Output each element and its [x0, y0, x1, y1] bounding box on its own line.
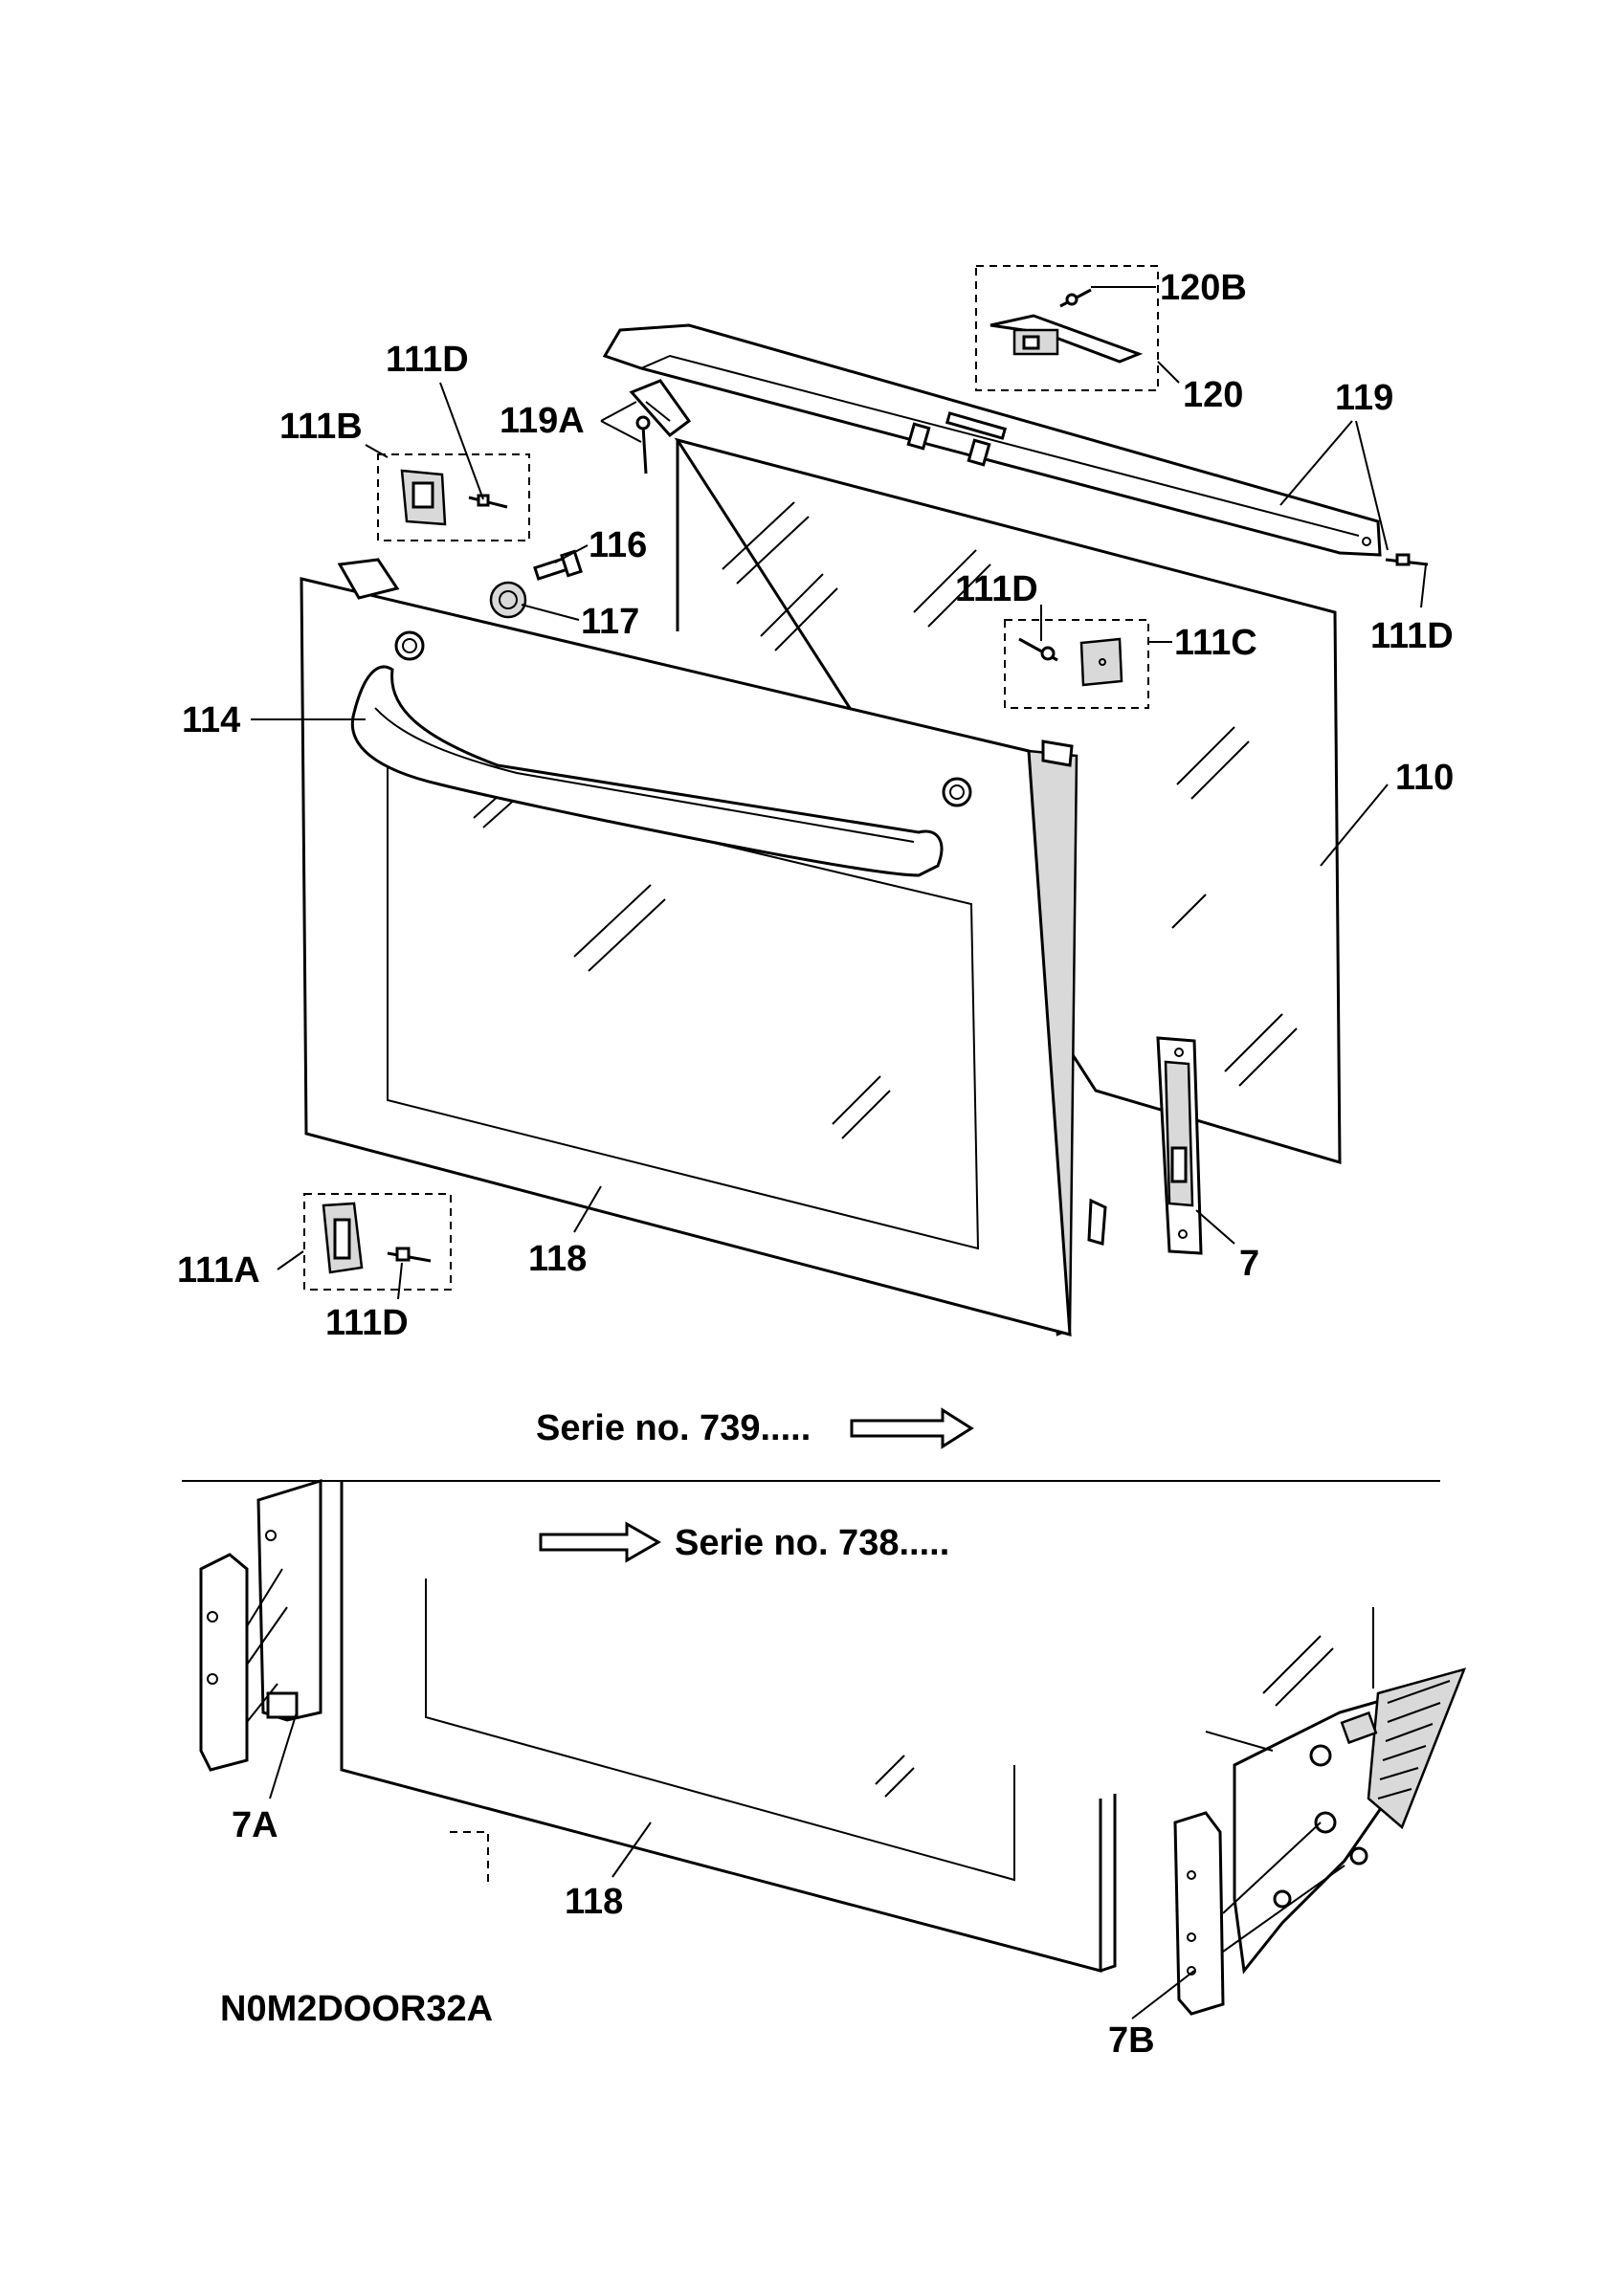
label-110: 110: [1395, 758, 1454, 798]
label-7: 7: [1239, 1244, 1259, 1284]
label-116: 116: [589, 525, 647, 565]
hinge-7B: [1173, 1607, 1467, 2016]
hinge-catch-120: [989, 314, 1144, 364]
bracket-119A: [629, 379, 692, 475]
clip-111B: [400, 469, 447, 526]
group-box-120: [975, 265, 1159, 391]
drawing-code: N0M2DOOR32A: [220, 1989, 493, 2029]
label-111D-top: 111D: [386, 340, 469, 380]
serie-738-arrow: [539, 1521, 662, 1563]
group-box-111C: [1004, 619, 1149, 709]
label-119A: 119A: [500, 401, 585, 441]
serie-739-text: Serie no. 739.....: [536, 1408, 811, 1448]
pin-111D-top: [468, 494, 508, 509]
label-118-top: 118: [528, 1239, 587, 1279]
label-114: 114: [182, 700, 240, 740]
group-box-111B: [377, 453, 530, 541]
pin-111D-right: [1385, 553, 1429, 566]
pin-111D-bottom: [387, 1247, 432, 1263]
outer-door-118-lower: [340, 1481, 1117, 1973]
door-handle-114: [350, 665, 944, 877]
pin-120B: [1059, 288, 1092, 308]
label-111D-mid: 111D: [955, 569, 1038, 609]
serie-739-arrow: [850, 1407, 974, 1449]
label-111A: 111A: [177, 1250, 260, 1291]
label-117: 117: [581, 602, 639, 642]
hinge-7A: [199, 1478, 322, 1772]
leader-lines-upper: [251, 286, 1427, 1300]
label-7A: 7A: [232, 1805, 278, 1845]
group-box-111A: [303, 1193, 452, 1291]
label-111D-right: 111D: [1370, 616, 1454, 656]
screw-116: [533, 549, 583, 581]
door-top-profile-119: [602, 323, 1382, 557]
grommet-117: [489, 581, 527, 619]
label-111B: 111B: [279, 407, 363, 447]
bracket-111A: [322, 1202, 364, 1274]
pin-111D-mid: [1018, 637, 1058, 662]
label-120B: 120B: [1160, 268, 1247, 308]
label-119: 119: [1335, 378, 1393, 418]
serie-738-text: Serie no. 738.....: [675, 1523, 949, 1563]
block-111C: [1079, 637, 1123, 687]
label-7B: 7B: [1108, 2020, 1155, 2061]
label-120: 120: [1183, 375, 1243, 415]
leader-lines-lower: [269, 1711, 1195, 2020]
hinge-7: [1156, 1036, 1203, 1255]
label-111C: 111C: [1174, 623, 1257, 663]
label-118-bottom: 118: [565, 1882, 623, 1922]
label-111D-bottom: 111D: [325, 1303, 409, 1343]
